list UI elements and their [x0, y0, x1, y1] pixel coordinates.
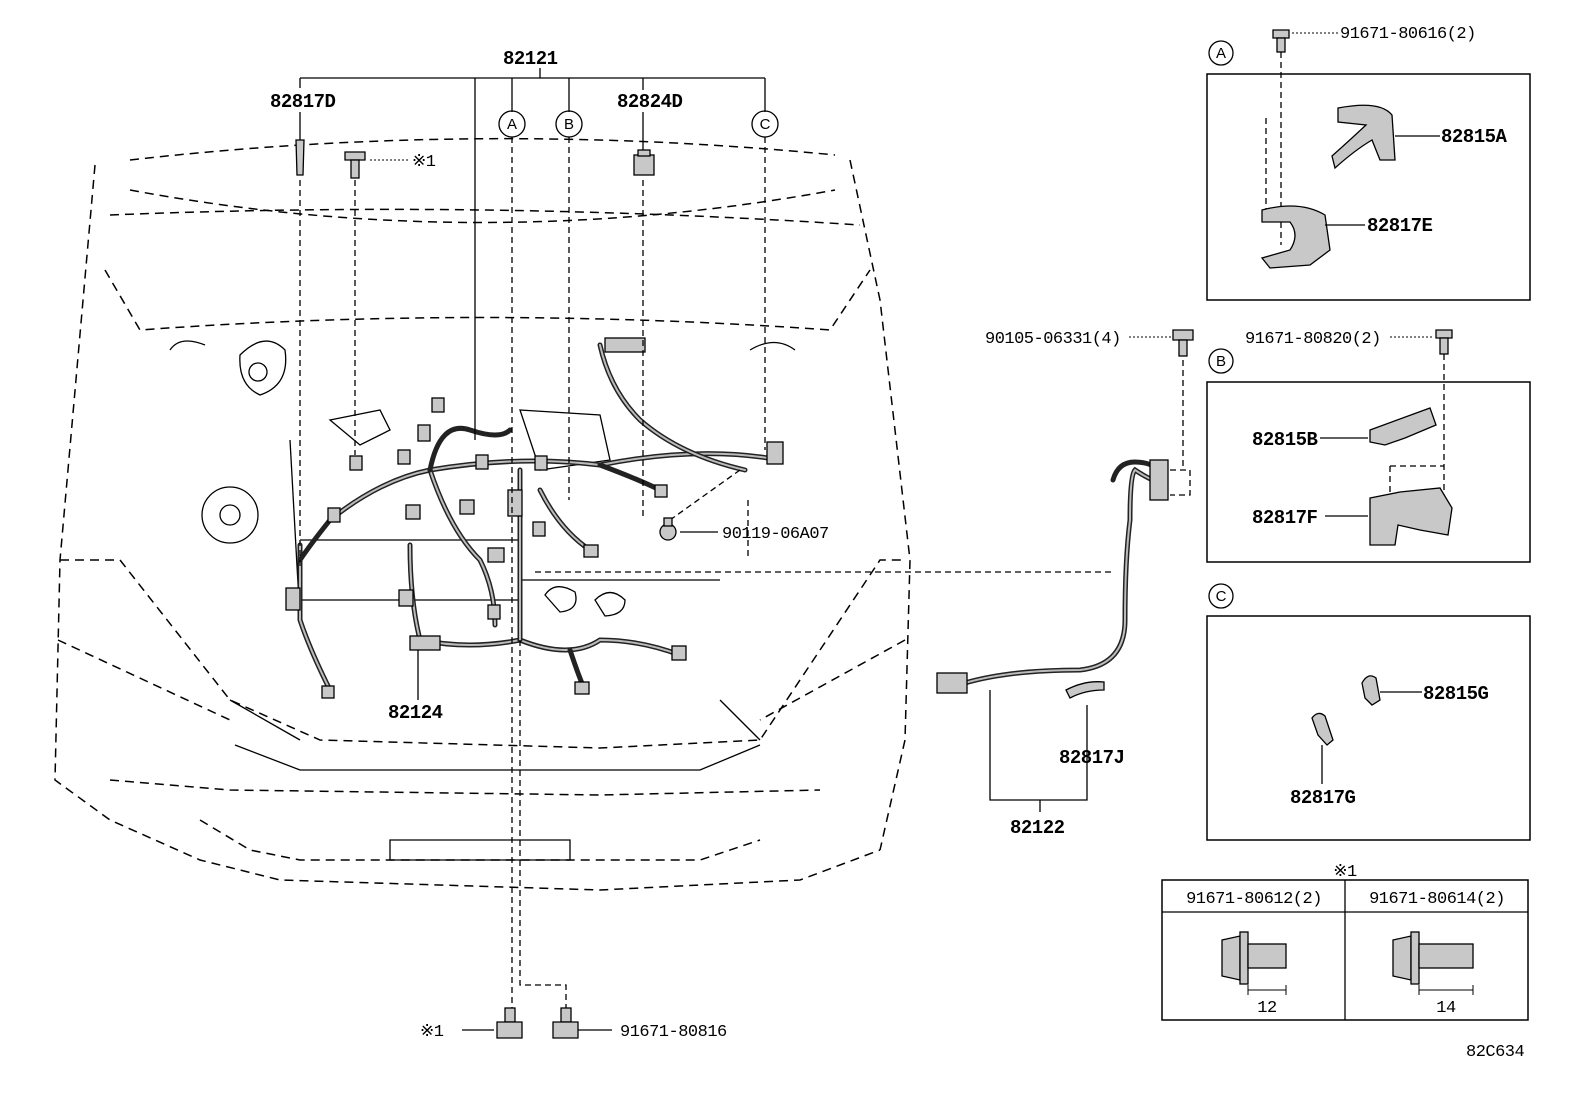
bolt-12mm-icon: [1221, 931, 1287, 995]
panel-c-marker: C: [1216, 588, 1227, 605]
label-82122: 82122: [1010, 817, 1065, 839]
label-82815a: 82815A: [1441, 126, 1508, 148]
bolt-14mm-length: 14: [1436, 999, 1456, 1018]
vehicle-body-outline: [54, 137, 911, 891]
marker-b-main: B: [555, 110, 583, 138]
bolt-top-icon: [344, 151, 366, 179]
bolt-bottom-right-icon: [552, 1007, 579, 1039]
bolt-90105-icon: [1129, 329, 1194, 357]
panel-a-marker: A: [1216, 45, 1226, 62]
harness-connectors: [285, 337, 784, 699]
label-82817g: 82817G: [1290, 787, 1356, 809]
label-90119-06a07: 90119-06A07: [722, 525, 829, 544]
extension-harness-82122: [936, 360, 1191, 812]
connector-82824d-icon: [633, 149, 655, 176]
engine-harness-wires: [297, 342, 783, 693]
label-82815b: 82815B: [1252, 429, 1318, 451]
bolt-90119-icon: [659, 517, 677, 541]
detail-panel-c: C: [1206, 583, 1531, 841]
svg-text:A: A: [507, 116, 517, 133]
svg-text:C: C: [760, 116, 771, 133]
label-82817e: 82817E: [1367, 215, 1433, 237]
svg-text:B: B: [564, 116, 574, 133]
label-note-bottom: ※1: [420, 1023, 444, 1042]
label-note-top: ※1: [412, 153, 436, 172]
detail-panel-b: B: [1206, 329, 1531, 563]
leader-lines: [299, 68, 1112, 1031]
bolt-table: ※1 91671-80612(2) 91671-80614(2) 12 14: [1161, 863, 1529, 1021]
detail-panel-a: A: [1206, 29, 1531, 301]
marker-a-main: A: [498, 110, 526, 138]
label-82817j: 82817J: [1059, 747, 1124, 769]
engine-components: [169, 340, 796, 621]
label-82817f: 82817F: [1252, 507, 1318, 529]
diagram-reference-code: 82C634: [1466, 1043, 1525, 1062]
bolt-bottom-left-icon: [496, 1007, 523, 1039]
bolt-12mm-length: 12: [1257, 999, 1276, 1018]
marker-c-main: C: [751, 110, 779, 138]
panel-b-marker: B: [1216, 353, 1226, 370]
bolt-14mm-icon: [1392, 931, 1474, 995]
label-90105-06331: 90105-06331(4): [985, 330, 1121, 349]
bolt-table-col1-header: 91671-80612(2): [1186, 890, 1322, 909]
label-82815g: 82815G: [1423, 683, 1489, 705]
label-82817d: 82817D: [270, 91, 336, 113]
label-91671-80816: 91671-80816: [620, 1023, 727, 1042]
label-91671-80616: 91671-80616(2): [1340, 25, 1476, 44]
label-91671-80820: 91671-80820(2): [1245, 330, 1381, 349]
bolt-table-col2-header: 91671-80614(2): [1369, 890, 1505, 909]
label-82124: 82124: [388, 702, 443, 724]
label-82121: 82121: [503, 48, 558, 70]
bolt-table-note: ※1: [1333, 863, 1357, 882]
clip-82817d-icon: [295, 139, 305, 176]
label-82824d: 82824D: [617, 91, 683, 113]
